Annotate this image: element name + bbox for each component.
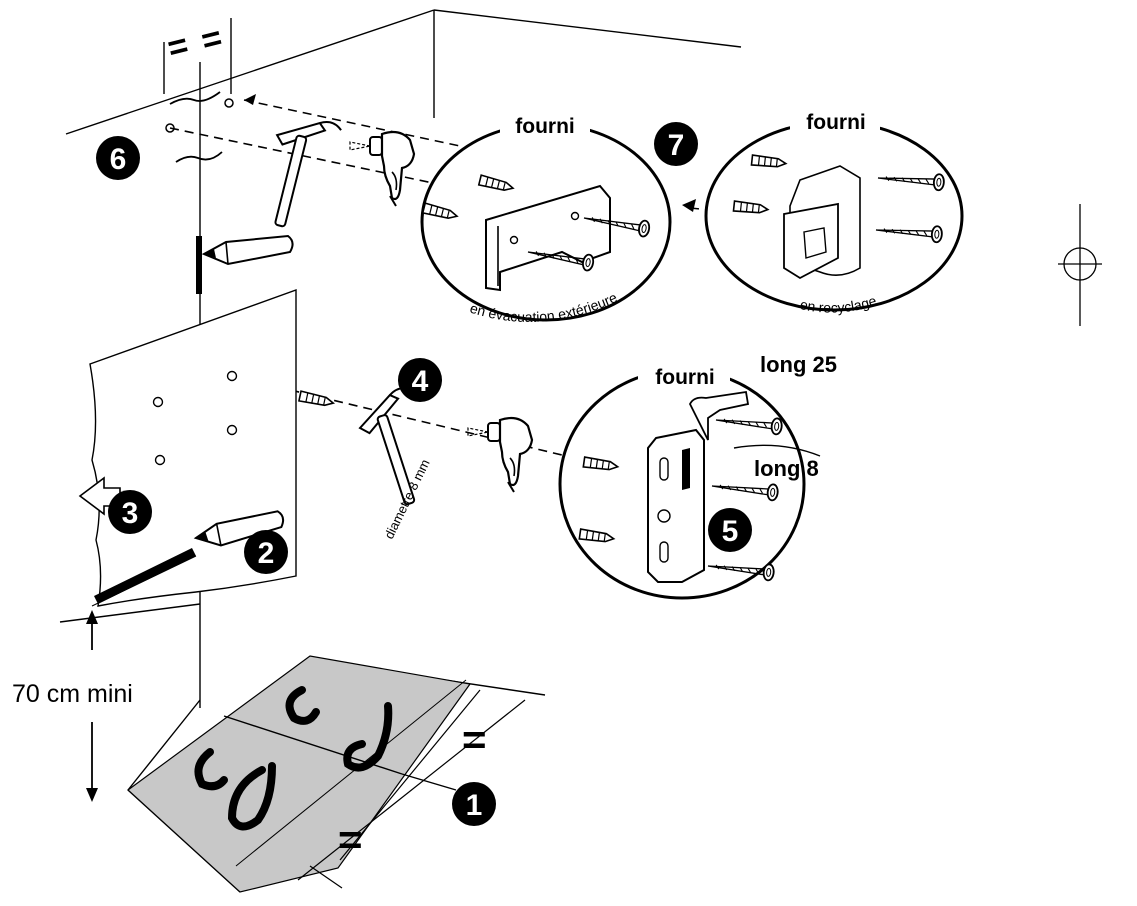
drill-icon	[348, 130, 416, 208]
step-number: 1	[466, 789, 483, 822]
equal-mark: =	[164, 26, 192, 68]
pencil-mark-line	[196, 236, 202, 294]
equal-mark-floor-right: =	[462, 716, 487, 763]
equal-mark: =	[198, 19, 226, 61]
inset-exterior-exhaust: fourni en évacuation extérieure	[420, 112, 672, 325]
pencil-icon	[203, 235, 294, 265]
hammer-icon	[260, 119, 355, 230]
arrow-head	[244, 94, 256, 105]
equal-mark-floor-bottom: =	[338, 816, 363, 863]
step-5-badge: 5	[708, 508, 752, 552]
height-dimension	[59, 603, 201, 802]
label-supplied: fourni	[515, 115, 574, 138]
drill-icon	[466, 416, 534, 494]
inset-recycling: fourni en recyclage	[704, 108, 964, 316]
step-number: 6	[110, 143, 127, 176]
step-number: 3	[122, 497, 139, 530]
wall-holes-top	[165, 98, 234, 133]
step-7-badge: 7	[654, 122, 698, 166]
step-4-badge: 4	[398, 358, 442, 402]
label-drill-diameter: diametre 8 mm	[381, 457, 432, 542]
wall-crack-marks	[169, 91, 223, 163]
step-number: 4	[412, 365, 429, 398]
equal-marks-top: = =	[164, 19, 226, 68]
label-supplied: fourni	[806, 111, 865, 134]
step-2-badge: 2	[244, 530, 288, 574]
wall-bracket-icon	[647, 390, 750, 583]
label-screw-long-8: long 8	[754, 456, 819, 481]
step-number: 2	[258, 537, 275, 570]
label-screw-long-25: long 25	[760, 352, 837, 377]
step-number: 7	[668, 129, 685, 162]
floor-template	[127, 655, 526, 893]
registration-mark-icon	[1058, 204, 1102, 326]
step-3-badge: 3	[108, 490, 152, 534]
label-min-height: 70 cm mini	[12, 680, 133, 708]
step-number: 5	[722, 515, 739, 548]
wall-plug-icon	[298, 390, 336, 409]
arrow-head	[682, 199, 696, 212]
step-6-badge: 6	[96, 136, 140, 180]
label-supplied: fourni	[655, 366, 714, 389]
step-1-badge: 1	[452, 782, 496, 826]
